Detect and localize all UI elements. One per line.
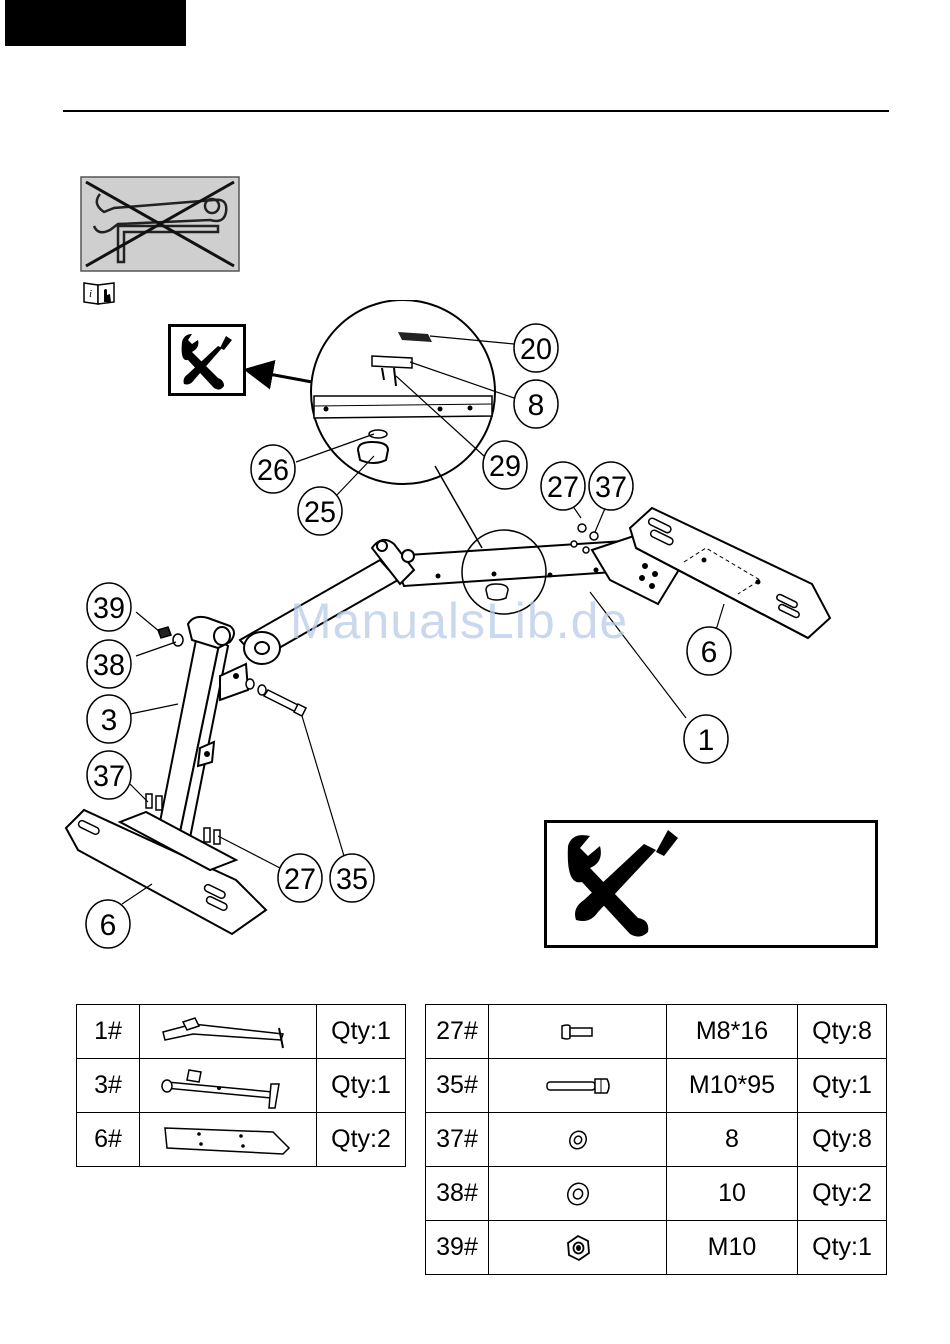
washer-small-icon	[566, 1128, 590, 1152]
bolt-long-icon	[543, 1075, 613, 1097]
part-number: 3#	[77, 1059, 140, 1113]
table-row: 1# Qty:1	[77, 1005, 406, 1059]
detail-zoom-circle	[311, 300, 495, 484]
callout-39: 39	[93, 592, 125, 625]
part-picture	[140, 1005, 317, 1059]
part-picture	[489, 1005, 667, 1059]
part-number: 37#	[426, 1113, 489, 1167]
section-tab	[5, 0, 186, 46]
svg-text:i: i	[89, 288, 92, 300]
callout-20: 20	[520, 333, 552, 366]
part-qty: Qty:1	[317, 1005, 406, 1059]
front-post-icon	[153, 1062, 303, 1110]
part-size: M10	[667, 1221, 798, 1275]
header-rule	[63, 110, 889, 112]
callout-37: 37	[595, 471, 627, 504]
bolt-short-icon	[558, 1022, 598, 1042]
table-row: 6# Qty:2	[77, 1113, 406, 1167]
part-number: 39#	[426, 1221, 489, 1275]
part-picture	[489, 1113, 667, 1167]
part-qty: Qty:1	[798, 1059, 887, 1113]
callout-27: 27	[284, 863, 316, 896]
watermark: ManualsLib.de	[290, 592, 628, 650]
table-row: 3# Qty:1	[77, 1059, 406, 1113]
part-picture	[489, 1221, 667, 1275]
tools-required-large-icon	[544, 820, 878, 948]
callout-37: 37	[93, 760, 125, 793]
parts-table-left: 1# Qty:1 3# Qty:1 6#	[76, 1004, 406, 1167]
callout-1: 1	[698, 724, 715, 757]
nut-icon	[563, 1233, 593, 1263]
tools-required-small-icon	[168, 324, 246, 396]
callout-26: 26	[257, 454, 289, 487]
callout-29: 29	[489, 450, 521, 483]
callout-3: 3	[101, 704, 118, 737]
front-post	[156, 617, 248, 848]
part-qty: Qty:8	[798, 1005, 887, 1059]
callout-25: 25	[304, 496, 336, 529]
callout-35: 35	[336, 863, 368, 896]
part-picture	[140, 1113, 317, 1167]
table-row: 27# M8*16 Qty:8	[426, 1005, 887, 1059]
callout-8: 8	[528, 389, 545, 422]
foot-stabilizer-icon	[153, 1120, 303, 1160]
part-picture	[140, 1059, 317, 1113]
part-qty: Qty:1	[798, 1221, 887, 1275]
part-size: M10*95	[667, 1059, 798, 1113]
no-tools-icon	[80, 176, 240, 272]
part-number: 27#	[426, 1005, 489, 1059]
part-number: 38#	[426, 1167, 489, 1221]
main-frame-icon	[153, 1012, 303, 1052]
parts-table-right: 27# M8*16 Qty:8 35# M10*95 Qty:1 37#	[425, 1004, 887, 1275]
part-number: 1#	[77, 1005, 140, 1059]
part-size: M8*16	[667, 1005, 798, 1059]
table-row: 35# M10*95 Qty:1	[426, 1059, 887, 1113]
callout-27: 27	[547, 471, 579, 504]
table-row: 39# M10 Qty:1	[426, 1221, 887, 1275]
part-size: 8	[667, 1113, 798, 1167]
part-picture	[489, 1167, 667, 1221]
part-size: 10	[667, 1167, 798, 1221]
callout-6: 6	[701, 636, 718, 669]
callout-6: 6	[100, 909, 117, 942]
part-number: 35#	[426, 1059, 489, 1113]
washer-large-icon	[564, 1180, 592, 1208]
part-number: 6#	[77, 1113, 140, 1167]
part-picture	[489, 1059, 667, 1113]
part-qty: Qty:2	[317, 1113, 406, 1167]
callout-38: 38	[93, 649, 125, 682]
part-qty: Qty:8	[798, 1113, 887, 1167]
part-qty: Qty:1	[317, 1059, 406, 1113]
table-row: 38# 10 Qty:2	[426, 1167, 887, 1221]
table-row: 37# 8 Qty:8	[426, 1113, 887, 1167]
part-qty: Qty:2	[798, 1167, 887, 1221]
